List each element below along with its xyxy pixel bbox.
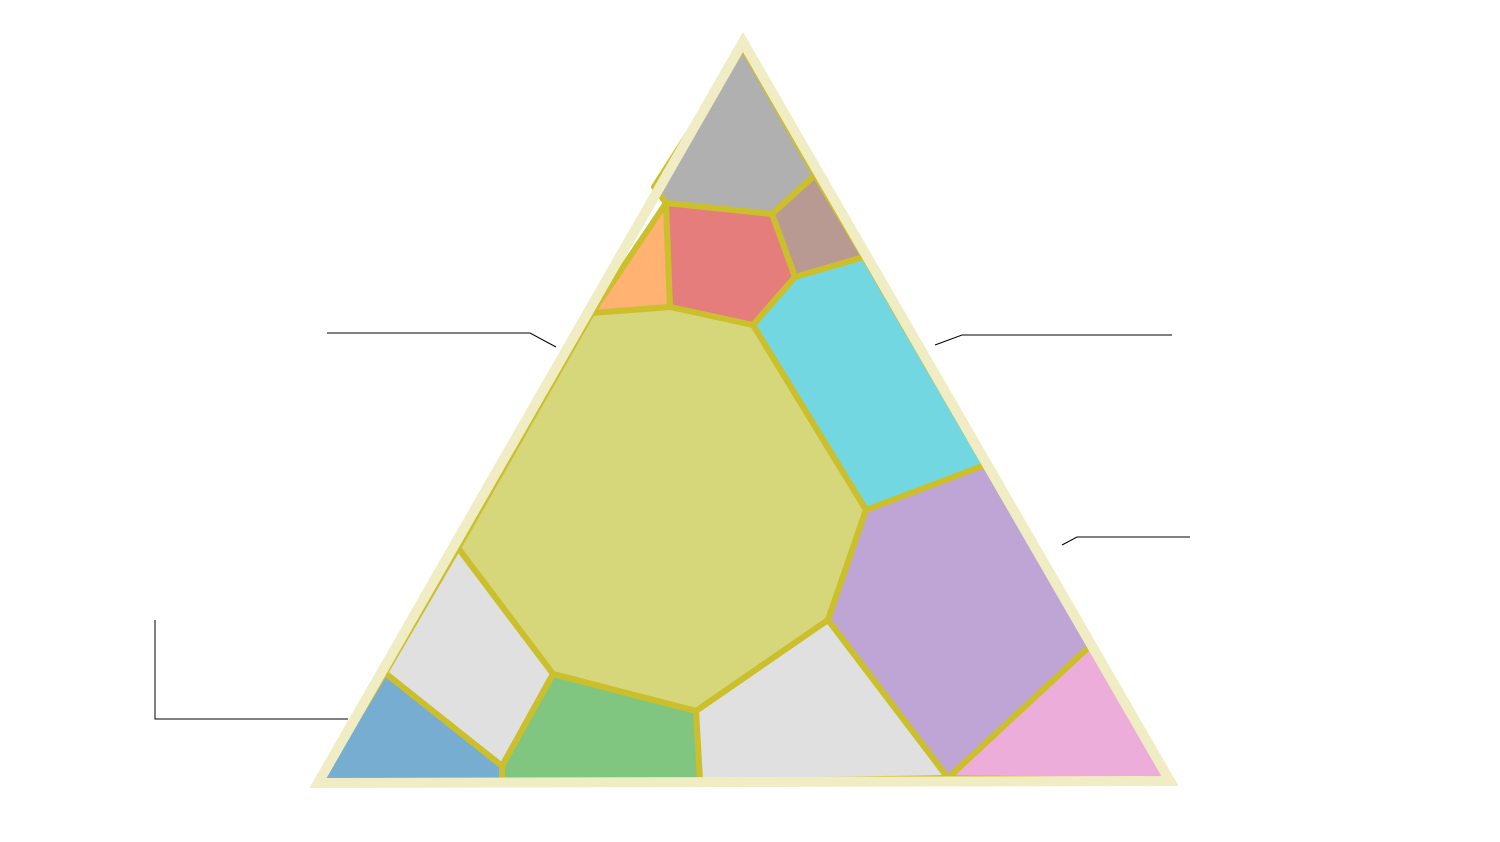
leader-line-upper-left (327, 332, 557, 348)
leader-line-upper-right (934, 334, 1172, 346)
leader-lines-group (154, 332, 1190, 720)
leader-line-lower-left (154, 620, 348, 720)
leader-line-middle-right (1061, 536, 1190, 546)
region-upper-left-small (589, 200, 673, 316)
regions-group (315, 45, 1173, 786)
triangle-frame (309, 31, 1179, 789)
